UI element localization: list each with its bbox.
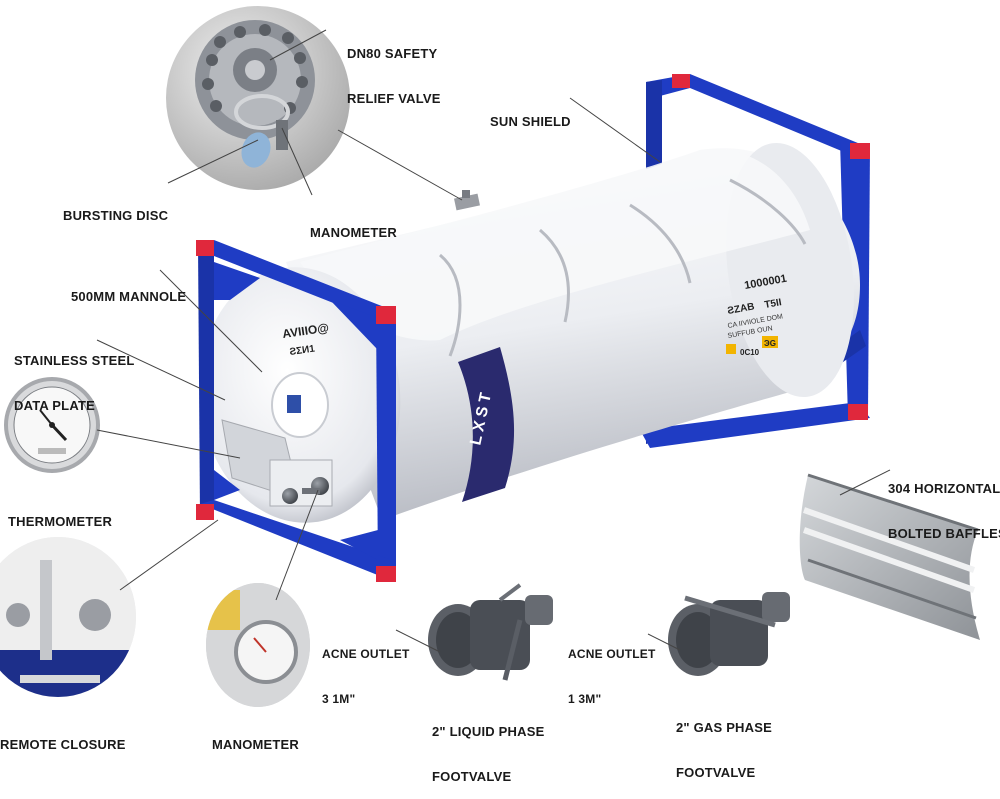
badge-1: 0C10 — [740, 348, 760, 357]
label-baffles: 304 HORIZONTAL BOLTED BAFFLES — [888, 481, 1000, 541]
label-bursting-disc: BURSTING DISC — [63, 208, 169, 223]
label-acne-outlet-1: ACNE OUTLET 3 1M" — [322, 647, 410, 706]
front-corner-casting — [376, 306, 396, 324]
manometer-inset — [206, 583, 310, 707]
liquid-phase-footvalve — [428, 583, 553, 681]
rear-corner-casting — [672, 74, 690, 88]
tank-shell: LXST 1000001 ƧZAB T5II CA IIVIIOLE DOM S… — [286, 142, 860, 520]
manhole-cover — [271, 372, 329, 438]
front-corner-casting — [196, 504, 214, 520]
rear-corner-casting — [850, 143, 870, 159]
label-safety-relief-valve: DN80 SAFETY RELIEF VALVE — [347, 46, 441, 106]
rear-corner-casting — [848, 404, 868, 420]
horizontal-baffles — [799, 473, 980, 640]
label-manometer-bottom: MANOMETER — [212, 737, 300, 752]
label-remote-closure: REMOTE CLOSURE — [0, 737, 126, 752]
remote-closure-inset — [0, 537, 136, 697]
safety-relief-valve — [454, 190, 480, 211]
front-corner-casting — [196, 240, 214, 256]
end-marking-1: AVIIIO@ — [281, 321, 329, 341]
label-manhole: 500MM MANNOLE — [71, 289, 187, 304]
side-marking-1: ƧZAB — [727, 301, 756, 317]
label-acne-outlet-2: ACNE OUTLET 1 3M" — [568, 647, 656, 706]
label-thermometer: THERMOMETER — [8, 514, 113, 529]
label-sun-shield: SUN SHIELD — [490, 114, 571, 129]
thermometer-inset — [4, 377, 100, 473]
label-manometer-top: MANOMETER — [310, 225, 398, 240]
gas-phase-footvalve — [668, 592, 790, 676]
front-corner-casting — [376, 566, 396, 582]
front-frame — [196, 240, 396, 582]
tank-front-head: AVIIIO@ ƧΣИ1 — [199, 267, 401, 523]
label-gas-footvalve: 2" GAS PHASE FOOTVALVE — [676, 720, 772, 780]
end-marking-2: ƧΣИ1 — [289, 343, 316, 357]
side-marking-2: T5II — [764, 297, 783, 311]
tank-container-diagram: LXST 1000001 ƧZAB T5II CA IIVIIOLE DOM S… — [0, 6, 980, 707]
label-liquid-footvalve: 2" LIQUID PHASE FOOTVALVE — [432, 724, 545, 784]
badge-2: ЭG — [764, 339, 776, 348]
leader-lines — [96, 29, 891, 653]
label-data-plate: STAINLESS STEEL DATA PLATE — [14, 353, 135, 413]
bottom-valve-assembly — [269, 459, 333, 507]
safety-valve-inset — [166, 6, 350, 190]
